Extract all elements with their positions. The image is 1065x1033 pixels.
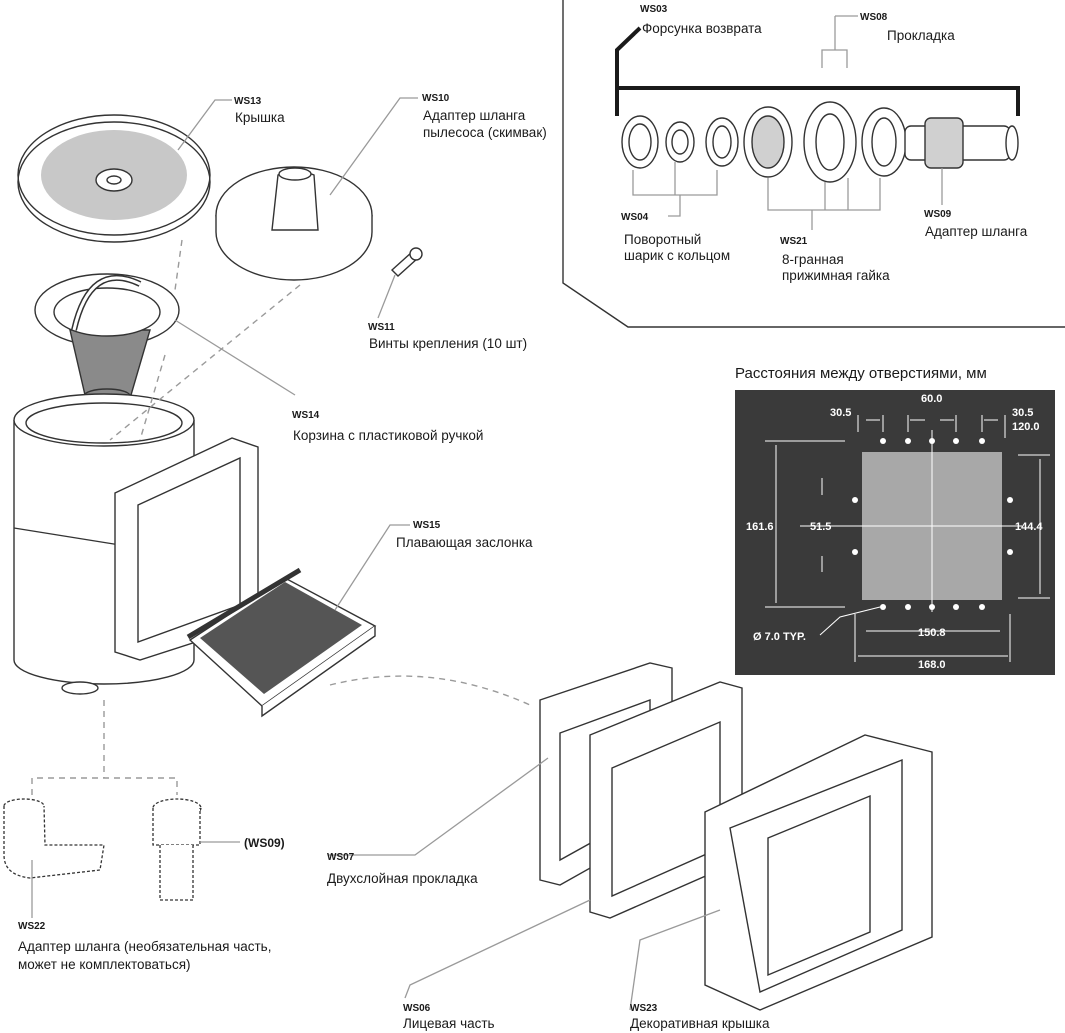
ws21-code: WS21 [780,236,808,247]
ws15-weir-flap-illustration [186,567,377,718]
ws14-basket-illustration [34,273,180,404]
dimensions-panel [735,390,1055,675]
ws13-name: Крышка [235,110,285,125]
ws23-code: WS23 [630,1003,658,1014]
ws10-vacuum-adapter-illustration [215,166,373,281]
ws13-code: WS13 [234,96,262,107]
dim-bottom-inner: 150.8 [918,627,946,639]
ws07-code: WS07 [327,852,355,863]
ws09-ref: (WS09) [244,836,285,850]
ws09-threaded-adapter-illustration [904,117,1019,169]
ws10-name-line2: пылесоса (скимвак) [423,125,547,140]
ws22-code: WS22 [18,921,46,932]
ws23-decorative-cover-illustration [704,734,933,1011]
dim-top-center: 60.0 [921,393,942,405]
dim-hole: Ø 7.0 TYP. [753,631,806,643]
ws04-code: WS04 [621,212,649,223]
ws21-nut-illustration [743,101,907,183]
ws09-code: WS09 [924,209,952,220]
ws06-faceplate-illustration [589,681,743,919]
dim-top-width: 120.0 [1012,421,1040,433]
dimensions-title: Расстояния между отверстиями, мм [735,365,987,382]
dim-top-right: 30.5 [1012,407,1033,419]
ws14-name: Корзина с пластиковой ручкой [293,428,483,443]
ws10-code: WS10 [422,93,450,104]
return-jet-inset [562,0,1065,328]
ws22-elbow-adapter-illustration [3,798,105,879]
ws04-ball-illustration [621,115,739,169]
ws15-code: WS15 [413,520,441,531]
ws09-adapter-illustration [152,798,202,901]
ws03-code: WS03 [640,4,668,15]
ws08-code: WS08 [860,12,888,23]
leader-lines [31,97,721,1011]
ws11-screw-illustration [390,247,423,277]
dim-mid-height: 51.5 [810,521,831,533]
ws13-lid-illustration [17,114,211,243]
ws23-name: Декоративная крышка [630,1016,770,1031]
ws14-code: WS14 [292,410,320,421]
ws15-name: Плавающая заслонка [396,535,533,550]
dim-right-height: 144.4 [1015,521,1043,533]
ws09-name: Адаптер шланга [925,224,1028,239]
dim-left-height: 161.6 [746,521,774,533]
ws21-name-line1: 8-гранная [782,252,844,267]
ws06-name: Лицевая часть [403,1016,495,1031]
ws11-code: WS11 [368,322,395,333]
ws21-name-line2: прижимная гайка [782,268,890,283]
ws10-name-line1: Адаптер шланга [423,108,526,123]
ws03-name: Форсунка возврата [642,21,762,36]
ws04-name-line1: Поворотный [624,232,701,247]
assembly-lines [31,239,531,795]
ws22-name-line1: Адаптер шланга (необязательная часть, [18,939,271,954]
ws22-name-line2: может не комплектоваться) [18,957,191,972]
dim-bottom-outer: 168.0 [918,659,946,671]
ws06-code: WS06 [403,1003,431,1014]
dim-top-left: 30.5 [830,407,851,419]
ws07-name: Двухслойная прокладка [327,871,478,886]
ws08-name: Прокладка [887,28,955,43]
ws04-name-line2: шарик с кольцом [624,248,730,263]
ws11-name: Винты крепления (10 шт) [369,336,527,351]
